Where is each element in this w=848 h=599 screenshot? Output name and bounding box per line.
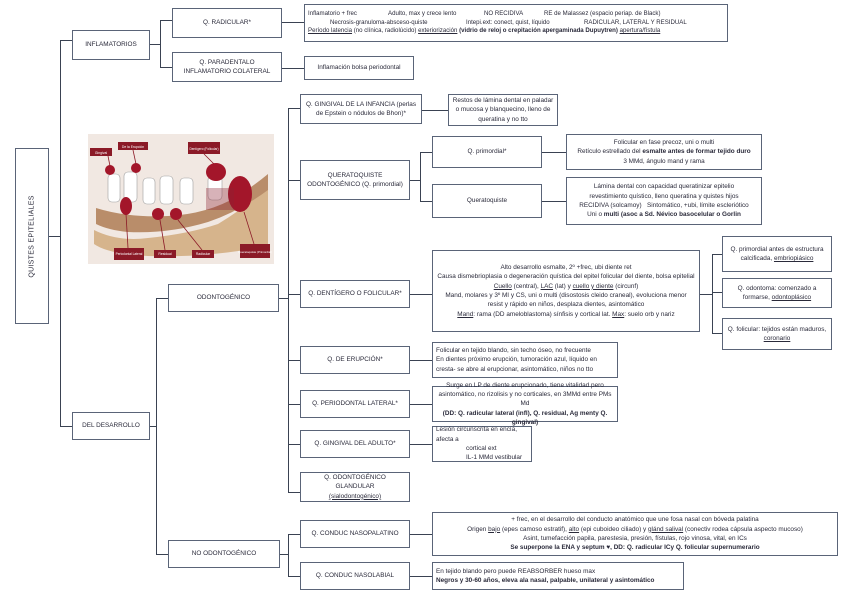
gingival-infancia-desc: Restos de lámina dental en paladar o muc…	[448, 94, 558, 126]
connector	[712, 254, 713, 333]
connector	[288, 180, 300, 181]
connector	[288, 492, 300, 493]
connector	[288, 108, 289, 492]
erupcion-desc: Folicular en tejido blando, sin techo ós…	[432, 342, 618, 378]
primordial-desc: Folicular en fase precoz, uni o multi Re…	[566, 134, 762, 170]
connector	[160, 20, 172, 21]
connector	[420, 201, 432, 202]
node-queratoquiste-odontogenico: QUERATOQUISTE ODONTOGÉNICO (Q. primordia…	[300, 160, 410, 200]
connector	[410, 294, 432, 295]
paradentalo-desc: Inflamación bolsa periodontal	[304, 56, 414, 80]
img-label-residual: Residual	[158, 252, 171, 256]
root-label: QUISTES EPITELIALES	[28, 194, 36, 278]
node-q-erupcion: Q. DE ERUPCIÓN*	[300, 346, 410, 374]
connector	[288, 404, 300, 405]
connector	[288, 534, 300, 535]
img-label-queratoquiste: Queratoquiste (Primordial)	[238, 250, 272, 254]
img-label-periodontal: Periodontal Lateral	[116, 252, 143, 256]
connector	[542, 201, 566, 202]
node-q-conduc-nasolabial: Q. CONDUC NASOLABIAL	[300, 562, 410, 590]
connector	[288, 534, 289, 576]
connector	[150, 426, 157, 427]
connector	[288, 576, 300, 577]
connector	[288, 294, 300, 295]
connector	[160, 67, 172, 68]
connector	[410, 576, 432, 577]
img-label-erupcion: De la Erupción	[122, 145, 144, 149]
node-q-radicular: Q. RADICULAR*	[172, 8, 282, 38]
periodontal-desc: Surge en LP de diente erupcionado, tiene…	[432, 382, 618, 426]
connector	[410, 360, 432, 361]
node-inflamatorios: INFLAMATORIOS	[72, 30, 150, 60]
nasolabial-desc: En tejido blando pero puede REABSORBER h…	[432, 562, 684, 590]
connector	[150, 44, 161, 45]
connector	[282, 22, 304, 23]
connector	[280, 554, 289, 555]
node-q-periodontal-lateral: Q. PERIODONTAL LATERAL*	[300, 390, 410, 418]
connector	[288, 444, 300, 445]
connector	[712, 292, 722, 293]
connector	[282, 68, 304, 69]
img-label-dentigero: Dentígero (Folicular)	[189, 147, 218, 151]
connector	[156, 554, 168, 555]
connector	[712, 254, 722, 255]
dentigero-sub-folicular: Q. folicular: tejidos están maduros, cor…	[722, 318, 832, 350]
connector	[60, 40, 61, 426]
dentigero-desc: Alto desarrollo esmalte, 2º +frec, ubi d…	[432, 250, 700, 332]
connector	[422, 110, 448, 111]
connector	[542, 152, 566, 153]
queratoquiste-desc: Lámina dental con capacidad queratinizar…	[566, 177, 762, 225]
cyst-illustration: Gingival De la Erupción Dentígero (Folic…	[88, 134, 274, 264]
node-del-desarrollo: DEL DESARROLLO	[72, 412, 150, 440]
node-q-dentigero: Q. DENTÍGERO O FOLICULAR*	[300, 280, 410, 308]
connector	[60, 426, 72, 427]
root-node: QUISTES EPITELIALES	[15, 148, 49, 324]
img-label-gingival: Gingival	[95, 151, 107, 155]
connector	[410, 404, 432, 405]
connector	[420, 152, 432, 153]
node-q-odontogenico-glandular: Q. ODONTOGÉNICO GLANDULAR (sialodontogén…	[300, 472, 410, 502]
node-no-odontogenico: NO ODONTOGÉNICO	[168, 540, 280, 568]
node-q-conduc-nasopalatino: Q. CONDUC NASOPALATINO	[300, 520, 410, 548]
connector	[288, 360, 300, 361]
node-q-primordial: Q. primordial*	[432, 136, 542, 168]
connector	[49, 236, 61, 237]
node-queratoquiste: Queratoquiste	[432, 184, 542, 218]
connector	[160, 20, 161, 67]
gingival-adulto-desc: Lesión circunscrita en encía, afecta a c…	[432, 426, 532, 462]
node-odontogenico: ODONTOGÉNICO	[168, 284, 279, 312]
node-q-gingival-adulto: Q. GINGIVAL DEL ADULTO*	[300, 430, 410, 458]
jaw-cyst-diagram: Gingival De la Erupción Dentígero (Folic…	[88, 134, 274, 264]
connector	[156, 298, 168, 299]
dentigero-sub-primordial: Q. primordial antes de estructura calcif…	[722, 236, 832, 272]
connector	[712, 333, 722, 334]
radicular-row-3: Período latencia (no clínica, radiolúcid…	[308, 27, 661, 35]
img-label-radicular: Radicular	[196, 252, 211, 256]
dentigero-sub-odontoma: Q. odontoma: comenzado a formarse, odont…	[722, 278, 832, 308]
connector	[410, 180, 421, 181]
connector	[410, 534, 432, 535]
nasopalatino-desc: + frec, en el desarrollo del conducto an…	[432, 512, 838, 556]
connector	[60, 40, 72, 41]
connector	[279, 298, 289, 299]
node-q-gingival-infancia: Q. GINGIVAL DE LA INFANCIA (perlas de Ep…	[300, 94, 422, 124]
connector	[420, 152, 421, 201]
connector	[700, 294, 713, 295]
connector	[410, 444, 432, 445]
connector	[288, 108, 300, 109]
node-q-paradentalo: Q. PARADENTALO INFLAMATORIO COLATERAL	[172, 52, 282, 82]
